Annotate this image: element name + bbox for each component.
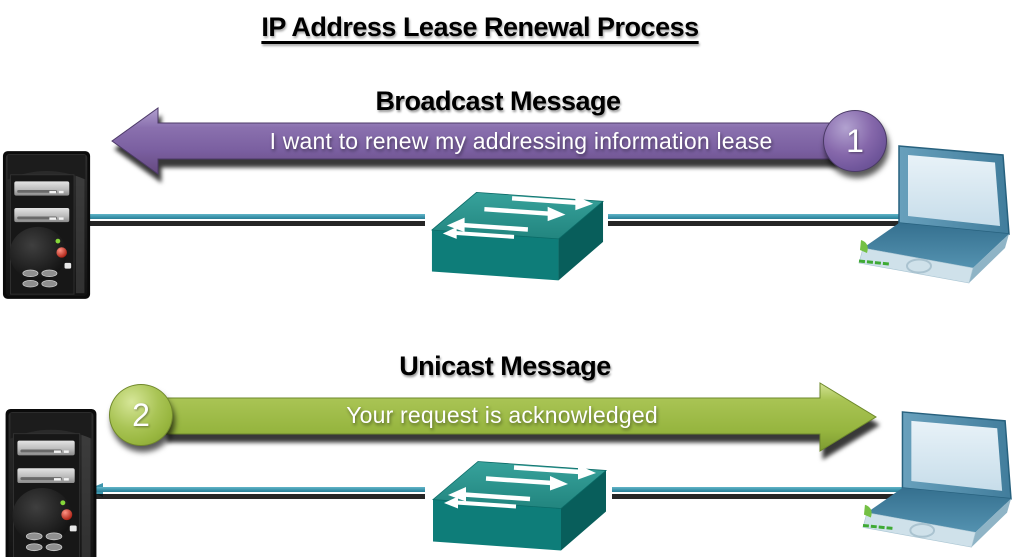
switch-icon bbox=[431, 460, 607, 550]
switch-icon bbox=[430, 191, 604, 281]
step-2-badge: 2 bbox=[109, 384, 173, 446]
step-1-number: 1 bbox=[846, 122, 864, 159]
broadcast-heading: Broadcast Message bbox=[375, 86, 621, 116]
switch-backplate bbox=[425, 437, 612, 557]
page-title: IP Address Lease Renewal Process bbox=[261, 12, 699, 42]
unicast-arrow bbox=[162, 379, 880, 453]
step-1-badge: 1 bbox=[823, 110, 887, 172]
server-icon bbox=[5, 408, 97, 557]
laptop-icon bbox=[862, 411, 1012, 548]
server-icon bbox=[2, 151, 91, 299]
unicast-message: Your request is acknowledged bbox=[346, 401, 658, 428]
broadcast-message: I want to renew my addressing informatio… bbox=[269, 127, 773, 154]
unicast-heading: Unicast Message bbox=[399, 351, 611, 381]
laptop-icon bbox=[858, 145, 1010, 284]
switch-backplate bbox=[425, 163, 608, 293]
step-2-number: 2 bbox=[132, 396, 150, 433]
